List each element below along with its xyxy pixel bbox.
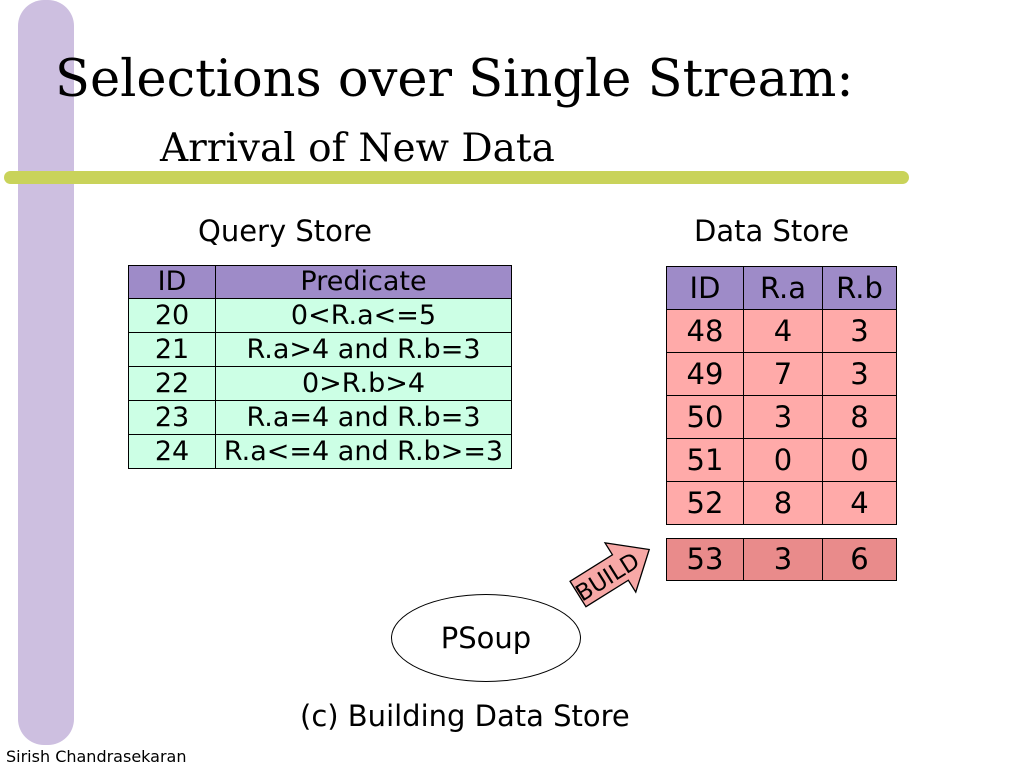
query-predicate-cell: 0>R.b>4	[215, 366, 512, 401]
table-row: 50 3 8	[666, 395, 897, 439]
new-id-cell: 53	[666, 538, 744, 581]
query-store-label: Query Store	[198, 214, 372, 248]
new-ra-cell: 3	[743, 538, 823, 581]
data-rb-cell: 8	[822, 395, 897, 439]
figure-caption: (c) Building Data Store	[300, 699, 630, 733]
build-arrow: BUILD	[569, 542, 651, 608]
author-footer: Sirish Chandrasekaran	[6, 747, 187, 766]
data-ra-cell: 8	[743, 481, 823, 525]
table-row: 21 R.a>4 and R.b=3	[128, 332, 512, 367]
new-data-row: 53 3 6	[666, 538, 897, 581]
data-id-cell: 50	[666, 395, 744, 439]
slide-subtitle: Arrival of New Data	[160, 126, 555, 171]
table-row: 51 0 0	[666, 438, 897, 482]
slide-title: Selections over Single Stream:	[55, 50, 854, 109]
query-predicate-cell: R.a<=4 and R.b>=3	[215, 434, 512, 469]
table-row: 52 8 4	[666, 481, 897, 525]
new-data-row-table: 53 3 6	[666, 538, 897, 581]
table-row: 49 7 3	[666, 352, 897, 396]
query-id-cell: 20	[128, 298, 216, 333]
query-predicate-cell: 0<R.a<=5	[215, 298, 512, 333]
data-store-header-row: ID R.a R.b	[666, 266, 897, 310]
query-id-cell: 21	[128, 332, 216, 367]
data-ra-cell: 3	[743, 395, 823, 439]
title-underline	[4, 171, 909, 184]
query-store-table: ID Predicate 20 0<R.a<=5 21 R.a>4 and R.…	[128, 265, 512, 469]
data-id-cell: 49	[666, 352, 744, 396]
build-arrow-shape	[569, 542, 651, 608]
psoup-node: PSoup	[391, 594, 581, 682]
query-id-cell: 22	[128, 366, 216, 401]
table-row: 22 0>R.b>4	[128, 366, 512, 401]
data-id-cell: 52	[666, 481, 744, 525]
data-ra-cell: 7	[743, 352, 823, 396]
new-rb-cell: 6	[822, 538, 897, 581]
query-store-header-row: ID Predicate	[128, 265, 512, 299]
table-row: 48 4 3	[666, 309, 897, 353]
data-rb-cell: 3	[822, 352, 897, 396]
data-store-label: Data Store	[694, 214, 850, 248]
data-id-cell: 51	[666, 438, 744, 482]
data-id-cell: 48	[666, 309, 744, 353]
query-id-cell: 23	[128, 400, 216, 435]
query-predicate-cell: R.a>4 and R.b=3	[215, 332, 512, 367]
data-rb-cell: 4	[822, 481, 897, 525]
query-header-id: ID	[128, 265, 216, 299]
psoup-label: PSoup	[440, 621, 532, 655]
data-rb-cell: 3	[822, 309, 897, 353]
left-decorative-bar	[18, 0, 74, 745]
query-id-cell: 24	[128, 434, 216, 469]
data-store-table: ID R.a R.b 48 4 3 49 7 3 50 3 8 51 0 0 5…	[666, 266, 897, 525]
query-header-predicate: Predicate	[215, 265, 512, 299]
data-header-id: ID	[666, 266, 744, 310]
query-predicate-cell: R.a=4 and R.b=3	[215, 400, 512, 435]
data-ra-cell: 4	[743, 309, 823, 353]
data-header-ra: R.a	[743, 266, 823, 310]
table-row: 23 R.a=4 and R.b=3	[128, 400, 512, 435]
data-rb-cell: 0	[822, 438, 897, 482]
table-row: 24 R.a<=4 and R.b>=3	[128, 434, 512, 469]
data-ra-cell: 0	[743, 438, 823, 482]
data-header-rb: R.b	[822, 266, 897, 310]
table-row: 20 0<R.a<=5	[128, 298, 512, 333]
